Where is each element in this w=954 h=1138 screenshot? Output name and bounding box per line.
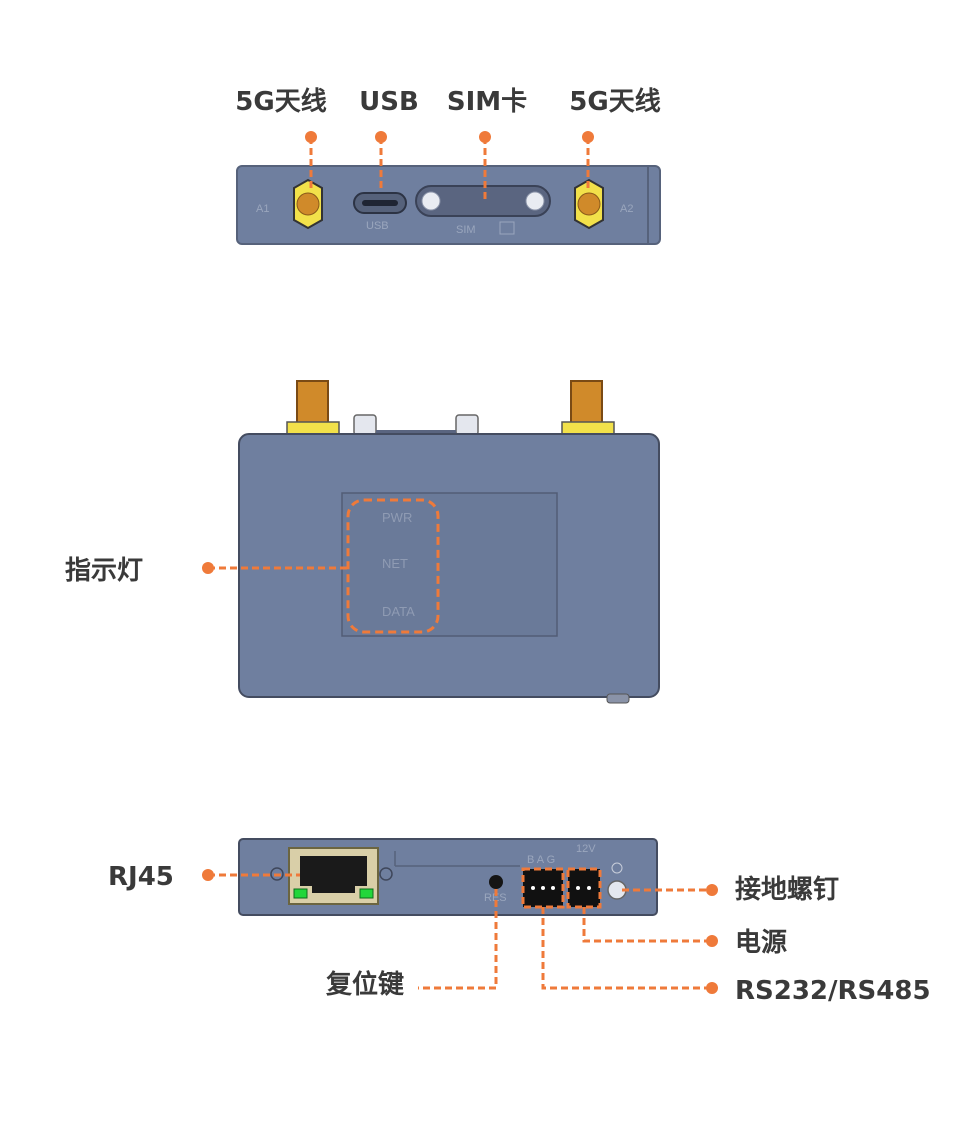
top-view: 5G天线 USB SIM卡 5G天线 A1 USB SIM A2 [235,87,661,245]
callout-reset: 复位键 [326,969,404,1000]
sim-button-left [421,191,441,211]
bottom-leaders [208,873,712,990]
usb-tongue [362,200,398,206]
serial-pin-labels: B A G [527,854,555,866]
antenna-pin-left [296,192,320,216]
led-data: DATA [382,604,415,619]
antenna-shaft-right [570,380,603,425]
ground-symbol [611,862,623,874]
rj45-led-right [359,888,374,899]
front-view: PWR NET DATA 指示灯 [65,380,660,704]
antenna-pin-right [577,192,601,216]
callout-power: 电源 [735,928,787,958]
screw-hole-right [379,867,393,881]
serial-pins [531,886,555,890]
bottom-leader-dots [202,869,718,994]
sim-stub-bar [376,430,456,435]
port-label-a1: A1 [256,203,269,215]
sim-slot [415,185,551,217]
callout-5g-antenna-left: 5G天线 [235,87,326,117]
sim-stub-left [353,414,377,436]
callout-ground-screw: 接地螺钉 [735,875,839,905]
top-leader-dots [305,131,594,143]
led-window [341,492,558,637]
bottom-knob [606,693,630,704]
port-label-a2: A2 [620,203,633,215]
port-label-usb: USB [366,220,389,232]
indicator-leader-dot [202,562,214,574]
callout-usb: USB [359,87,419,117]
sim-button-right [525,191,545,211]
led-net: NET [382,556,408,571]
callout-sim-card: SIM卡 [447,87,527,117]
power-pins [576,886,591,890]
screw-hole-left [270,867,284,881]
bottom-view: RES B A G 12V RJ45 接地螺钉 电源 复位键 RS232/RS4… [108,838,931,1006]
power-terminal [566,867,602,909]
port-label-sim: SIM [456,224,476,236]
antenna-shaft-left [296,380,329,425]
rj45-led-left [293,888,308,899]
sim-stub-right [455,414,479,436]
power-pin-label: 12V [576,843,596,855]
reset-label: RES [484,892,507,904]
callout-serial: RS232/RS485 [735,976,931,1006]
led-highlight-box [346,498,440,634]
callout-rj45: RJ45 [108,862,174,892]
top-leaders [309,137,590,200]
reset-hole [489,875,503,889]
rj45-jack [300,856,367,893]
sim-icon [499,221,515,235]
led-pwr: PWR [382,510,412,525]
callout-5g-antenna-right: 5G天线 [569,87,660,117]
callout-indicator: 指示灯 [65,556,143,586]
